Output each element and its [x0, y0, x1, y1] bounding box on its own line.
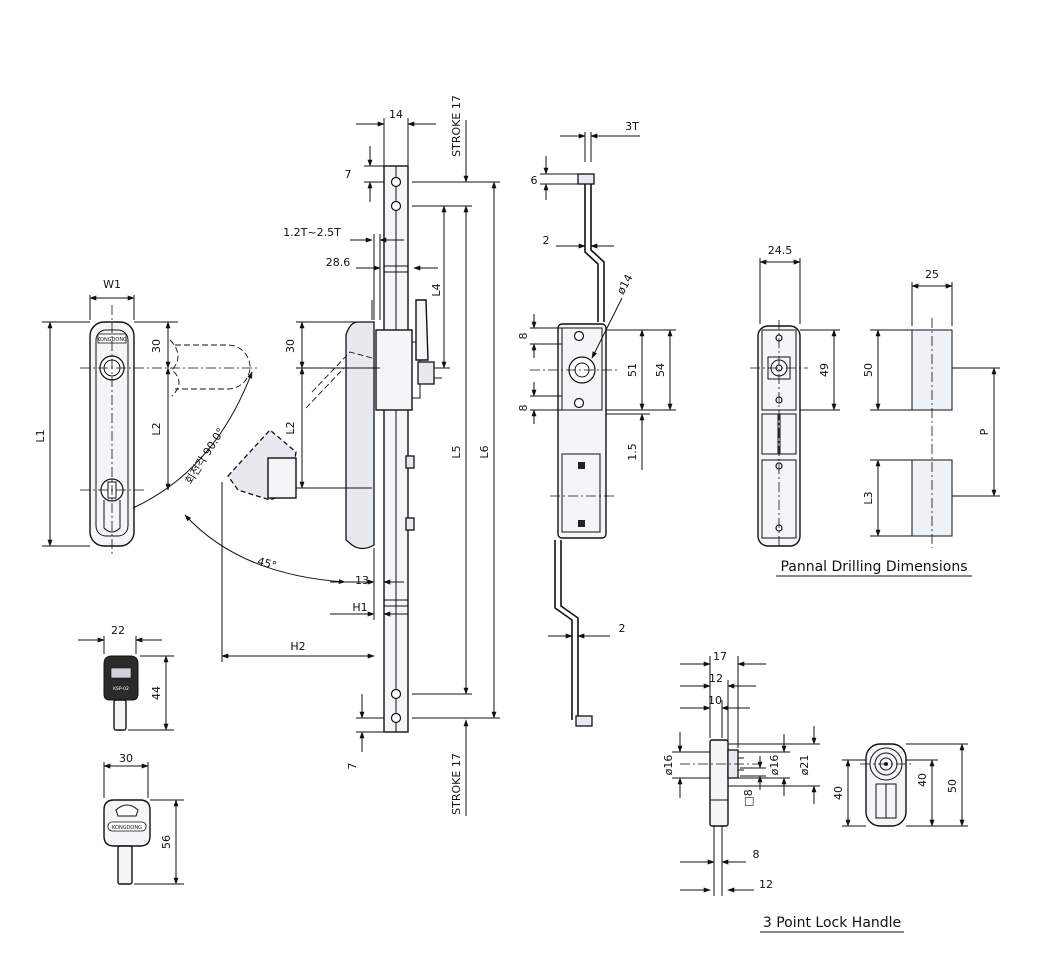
dim-l6: L6	[478, 445, 491, 458]
dim-2-top: 2	[543, 234, 550, 247]
dim-key1-h: 44	[150, 686, 163, 700]
side-view: 45° 14 STROKE 17 7 1.2T~2.5T 28.6 L4	[184, 95, 500, 816]
dim-8-b: 8	[517, 405, 530, 412]
lock-side-view: 17 12 10 ø16 ø16 ø21 □8 8	[662, 650, 820, 896]
dim-key2-w: 30	[119, 752, 133, 765]
dim-51: 51	[626, 363, 639, 377]
dim-1-5: 1.5	[626, 443, 639, 461]
dim-l2-side: L2	[284, 421, 297, 434]
dim-h2: H2	[290, 640, 305, 653]
key-logo: KONGDONG	[112, 825, 142, 831]
thickness-label: 1.2T~2.5T	[283, 226, 341, 239]
dim-14: 14	[389, 108, 403, 121]
dim-l5: L5	[450, 445, 463, 458]
front-view: KONGDONG W1 L1 30 L2 회전각 90.0°	[34, 278, 260, 555]
key-tag: KSP-02	[113, 686, 129, 692]
dim-key1-w: 22	[111, 624, 125, 637]
dim-25: 25	[925, 268, 939, 281]
dim-phi16-right: ø16	[768, 755, 781, 776]
dim-l1: L1	[34, 429, 47, 442]
dim-l3: L3	[862, 491, 875, 504]
dim-28-6: 28.6	[326, 256, 351, 269]
panel-drilling-view: 25 50 P L3	[862, 268, 1000, 548]
angle-45-label: 45°	[256, 555, 278, 573]
cutout-view: 24.5 49	[750, 244, 840, 548]
dim-8-a: 8	[517, 333, 530, 340]
dim-h1: H1	[352, 601, 367, 614]
dim-l2-front: L2	[150, 422, 163, 435]
stroke-bottom-label: STROKE 17	[450, 753, 463, 815]
dim-p: P	[978, 428, 991, 435]
dim-phi14: ø14	[614, 272, 635, 296]
dim-phi16-left: ø16	[662, 755, 675, 776]
caption-lock: 3 Point Lock Handle	[763, 915, 901, 931]
dim-7-bottom: 7	[346, 763, 359, 770]
dim-2-bottom: 2	[619, 622, 626, 635]
dim-49: 49	[818, 363, 831, 377]
dim-lock-12: 12	[709, 672, 723, 685]
dim-24-5: 24.5	[768, 244, 793, 257]
dim-phi21: ø21	[798, 755, 811, 776]
dim-lock-10: 10	[708, 694, 722, 707]
dim-7-top: 7	[345, 168, 352, 181]
dim-l4: L4	[430, 283, 443, 296]
dim-square-8: □8	[742, 789, 755, 806]
dim-key2-h: 56	[160, 835, 173, 849]
lock-front-view: 40 40 50	[832, 743, 968, 827]
rotation-label: 회전각 90.0°	[183, 426, 228, 487]
dim-50: 50	[862, 363, 875, 377]
dim-30-side: 30	[284, 339, 297, 353]
dim-6: 6	[531, 174, 538, 187]
dim-lock-17: 17	[713, 650, 727, 663]
dim-54: 54	[654, 363, 667, 377]
dim-lock-8: 8	[753, 848, 760, 861]
key-large: KONGDONG 30 56	[103, 752, 184, 885]
key-small: KSP-02 22 44	[78, 624, 174, 731]
handle-logo: KONGDONG	[97, 337, 127, 343]
dim-lock-12b: 12	[759, 878, 773, 891]
caption-drilling: Pannal Drilling Dimensions	[780, 559, 967, 575]
stroke-top-label: STROKE 17	[450, 95, 463, 157]
rod-plate-view: 3T 6 2 ø14 8 8 51 54 1.5	[517, 120, 676, 727]
dim-lock-50: 50	[946, 779, 959, 793]
dim-3t: 3T	[625, 120, 639, 133]
dim-w1: W1	[103, 278, 121, 291]
dim-lock-40-left: 40	[832, 786, 845, 800]
dim-30-front: 30	[150, 339, 163, 353]
dim-lock-40-right: 40	[916, 773, 929, 787]
dim-13: 13	[355, 574, 369, 587]
